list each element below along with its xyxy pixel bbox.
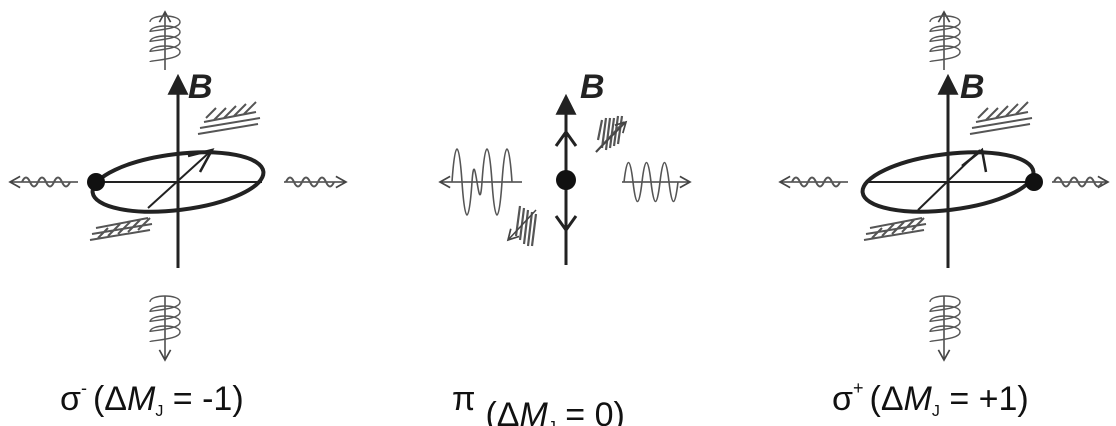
helix-top <box>929 10 961 70</box>
caption-sigma-minus: σ-(ΔMJ = -1) <box>60 378 244 420</box>
wave-right <box>284 175 348 189</box>
wave-right <box>1052 175 1110 189</box>
b-field-label: B <box>580 68 605 106</box>
wave-diagonal-lower <box>506 205 538 247</box>
b-field-label: B <box>188 68 213 106</box>
orbit-ellipse <box>860 150 1036 214</box>
wave-left <box>8 175 78 189</box>
dipole-arrow-up <box>554 129 578 147</box>
caption-pi: π(ΔMJ = 0) <box>452 380 625 426</box>
electron-dot <box>556 170 576 190</box>
wave-diagonal-upper <box>595 115 628 153</box>
orbit-ellipse <box>90 150 266 214</box>
electron-dot <box>87 173 105 191</box>
electron-dot <box>1025 173 1043 191</box>
wave-left <box>778 175 848 189</box>
caption-sigma-plus: σ+(ΔMJ = +1) <box>832 378 1029 420</box>
wave-diagonal-upper <box>969 101 1033 135</box>
wave-right <box>622 161 692 203</box>
wave-left <box>438 148 522 216</box>
orbit-arrow <box>147 149 213 209</box>
b-field-label: B <box>960 68 985 106</box>
dipole-arrow-down <box>554 215 578 233</box>
helix-top <box>149 10 181 70</box>
panel-pi: B π(ΔMJ = 0) <box>438 68 692 426</box>
helix-bottom <box>149 295 181 362</box>
panel-sigma-plus: B σ+(ΔMJ = +1) <box>778 10 1110 420</box>
wave-diagonal-lower <box>89 217 153 241</box>
wave-diagonal-upper <box>197 101 261 135</box>
panel-sigma-minus: B σ-(ΔMJ = -1) <box>8 10 348 420</box>
wave-diagonal-lower <box>863 217 927 241</box>
helix-bottom <box>929 295 961 362</box>
